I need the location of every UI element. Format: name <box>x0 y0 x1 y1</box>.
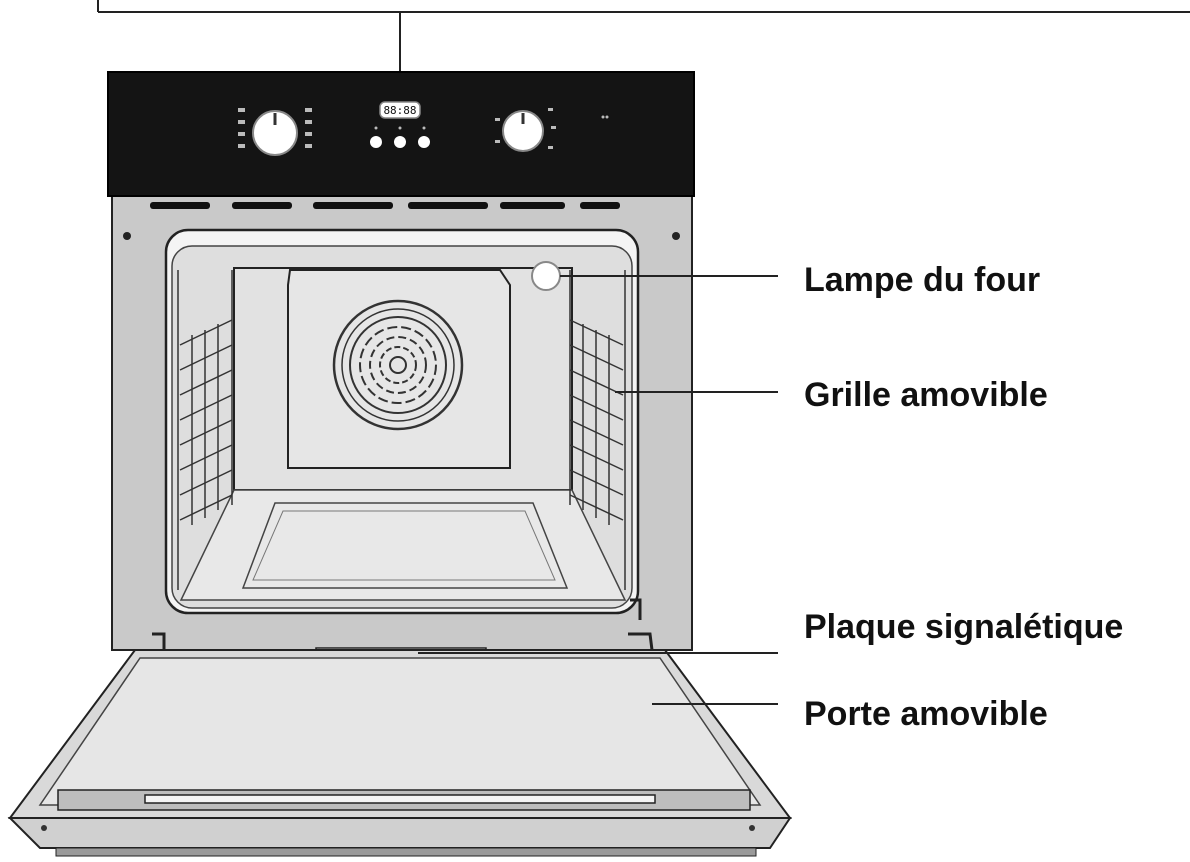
function-selector-knob[interactable] <box>238 108 312 156</box>
leader-lines <box>418 275 778 705</box>
control-panel: 88:88 <box>107 71 695 209</box>
vent-slots <box>150 202 620 209</box>
oven-cavity <box>164 228 640 615</box>
label-rating-plate: Plaque signalétique <box>804 608 1124 646</box>
convection-fan <box>332 299 464 431</box>
timer-button-center <box>394 136 406 148</box>
timer-button-left <box>370 136 382 148</box>
label-removable-rack: Grille amovible <box>804 376 1048 414</box>
label-removable-door: Porte amovible <box>804 695 1048 733</box>
display-readout: 88:88 <box>383 104 416 117</box>
oven-lamp <box>531 261 561 291</box>
timer-buttons[interactable] <box>370 126 430 149</box>
removable-rack-left <box>177 270 233 590</box>
removable-rack-right <box>569 270 626 590</box>
temperature-knob[interactable] <box>495 108 556 152</box>
label-oven-lamp: Lampe du four <box>804 261 1041 299</box>
removable-door <box>7 598 792 857</box>
timer-button-right <box>418 136 430 148</box>
timer-display: 88:88 <box>379 101 421 119</box>
